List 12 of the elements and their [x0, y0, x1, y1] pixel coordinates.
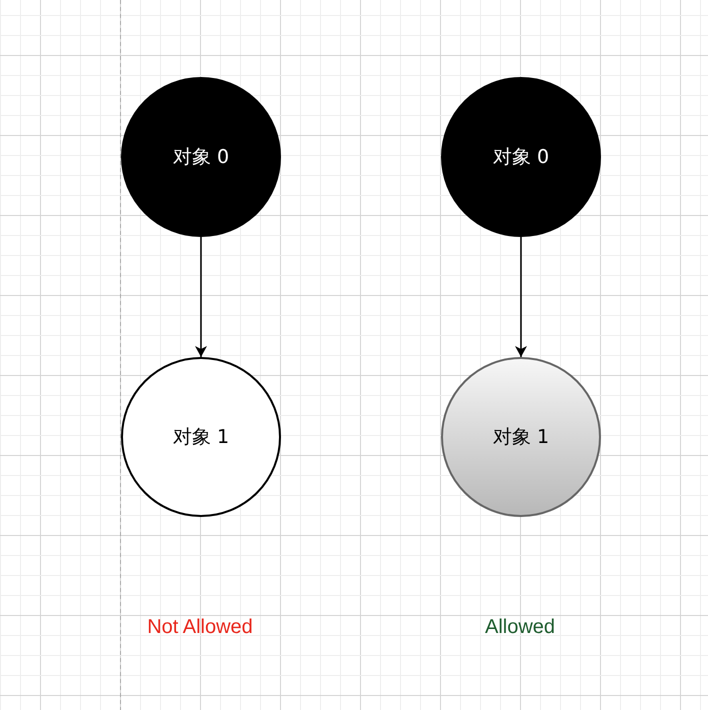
circle-node: [441, 357, 601, 517]
caption-text: Allowed: [484, 616, 556, 639]
arrow: [195, 237, 207, 357]
circle-node: [441, 77, 601, 237]
arrow: [515, 237, 527, 357]
node-label: 对象 0: [172, 145, 230, 170]
node-label: 对象 1: [172, 425, 230, 450]
circle-node: [121, 77, 281, 237]
node-label: 对象 0: [492, 145, 550, 170]
caption-text: Not Allowed: [147, 616, 253, 639]
circle-node: [121, 357, 281, 517]
node-label: 对象 1: [492, 425, 550, 450]
